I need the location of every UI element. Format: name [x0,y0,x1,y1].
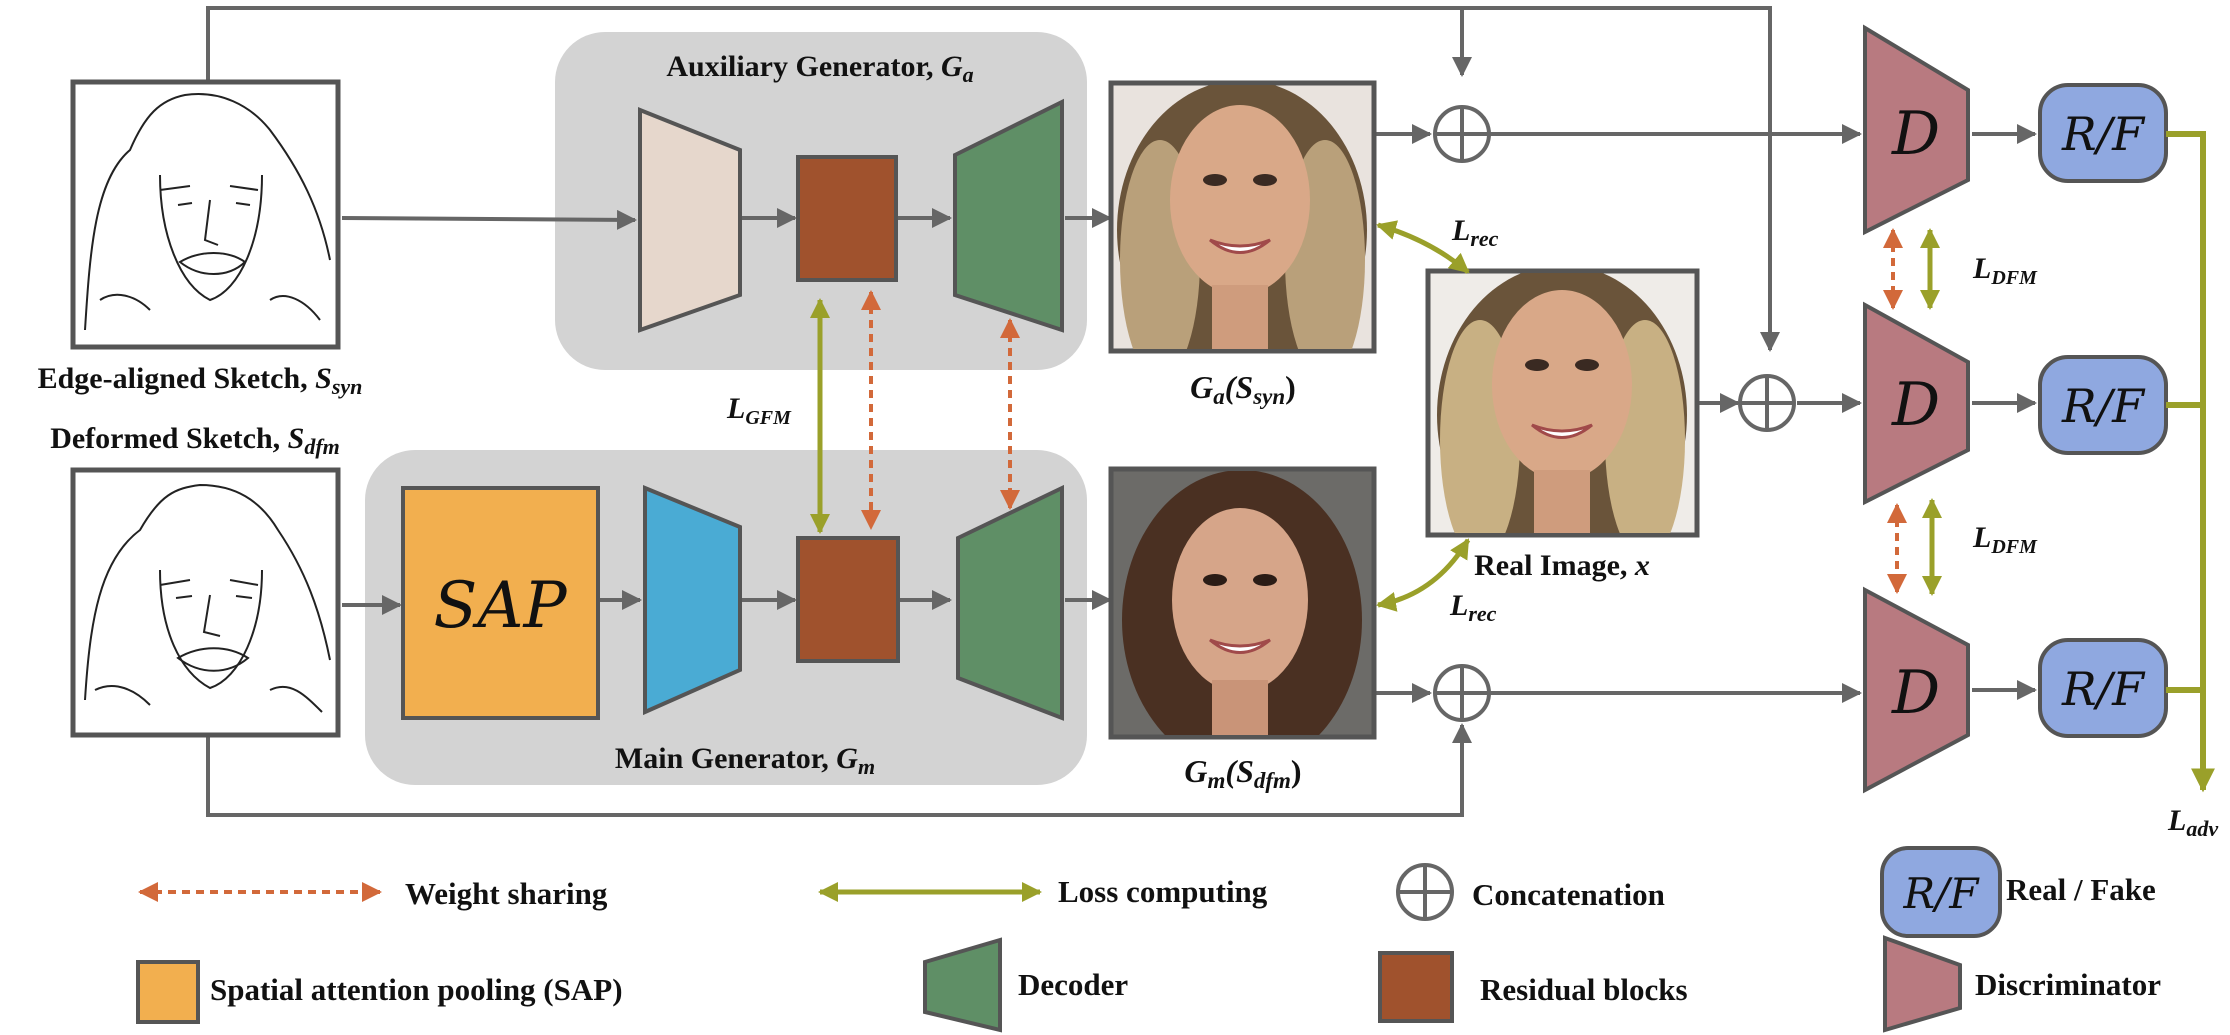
legend-rf-icon [1880,846,2002,938]
loss-gfm-label: LGFM [726,392,792,429]
weight-sharing-arrows [861,228,1907,594]
concat-node-middle [1738,374,1796,432]
legend-concat-icon [1396,863,1454,921]
legend-discriminator-label: Discriminator [1975,967,2161,1002]
auxiliary-encoder [638,107,742,333]
gm-output-label: Gm(Sdfm) [1184,753,1301,793]
discriminator-top [1863,24,1970,236]
real-image [1425,268,1700,538]
real-image-label: Real Image, x [1474,549,1650,582]
legend-rf-icon-label: R/F [1903,869,1981,918]
legend-sap-icon [136,960,200,1024]
main-decoder [956,484,1064,721]
legend-decoder-icon [923,937,1002,1033]
ga-output-label: Ga(Ssyn) [1190,369,1296,409]
legend-decoder-label: Decoder [1018,967,1128,1002]
concat-node-bottom [1433,664,1491,722]
discriminator-bottom-label: D [1891,658,1940,728]
discriminator-top-label: D [1891,99,1940,169]
auxiliary-decoder [953,98,1064,333]
gm-output-image [1108,466,1377,740]
loss-adv-label: Ladv [2167,804,2218,841]
edge-sketch-label: Edge-aligned Sketch, Ssyn [38,362,363,399]
legend-concat-label: Concatenation [1472,877,1665,912]
legend-loss-label: Loss computing [1058,874,1268,909]
auxiliary-generator-title: Auxiliary Generator, Ga [666,50,973,87]
discriminator-middle-label: D [1891,370,1940,440]
loss-arrows [810,220,1942,612]
loss-rec-top-label: Lrec [1451,214,1499,251]
legend-real-fake-label: Real / Fake [2006,872,2156,907]
main-residual-blocks [796,536,900,663]
loss-dfm-bottom-label: LDFM [1972,521,2038,558]
legend-sap-label: Spatial attention pooling (SAP) [210,972,623,1007]
legend-residual-icon [1378,951,1454,1023]
ga-output-image [1108,80,1377,354]
edge-aligned-sketch [70,79,341,350]
legend-residual-label: Residual blocks [1480,972,1688,1007]
discriminator-middle [1863,301,1970,506]
concat-node-top [1433,105,1491,163]
sap-label: SAP [433,569,567,643]
discriminator-bottom [1863,586,1970,794]
loss-rec-bottom-label: Lrec [1449,589,1497,626]
sap-block [401,486,600,720]
main-generator-title: Main Generator, Gm [615,742,875,779]
loss-dfm-top-label: LDFM [1972,252,2038,289]
rf-top-label: R/F [2061,107,2146,161]
rf-bottom-label: R/F [2061,662,2146,716]
deformed-sketch-label: Deformed Sketch, Sdfm [50,422,340,459]
legend-weight-sharing-label: Weight sharing [405,876,608,911]
main-encoder [643,485,742,716]
deformed-sketch [70,467,341,738]
legend-discriminator-icon [1883,935,1962,1033]
legend: Weight sharing Loss computing Concatenat… [136,846,2161,1033]
flow-lines [206,6,2037,817]
rf-middle-label: R/F [2061,379,2146,433]
adv-loss-collector [2166,131,2215,793]
auxiliary-residual-blocks [796,155,898,282]
